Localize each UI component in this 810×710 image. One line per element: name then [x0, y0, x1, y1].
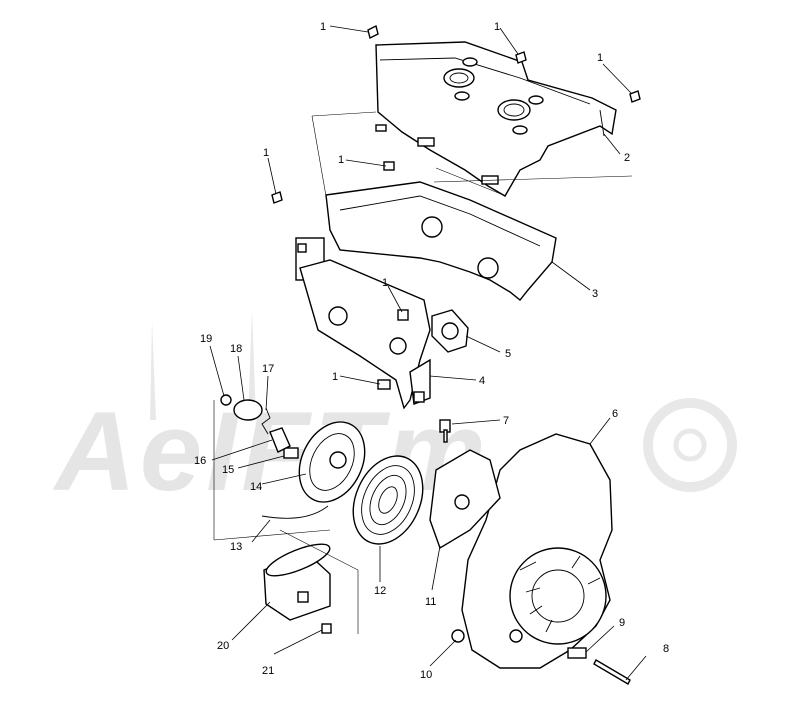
- part-5-gasket: [431, 309, 469, 353]
- part-6-fan-housing: [461, 433, 613, 669]
- part-20-handle-cup: [263, 543, 331, 621]
- callout-12: 12: [374, 585, 386, 597]
- nut-1a: [367, 24, 379, 40]
- fasteners: [271, 24, 641, 443]
- callout-13: 13: [230, 541, 242, 553]
- callout-14: 14: [250, 481, 262, 493]
- part-15-pin: [283, 447, 299, 459]
- callout-15: 15: [222, 464, 234, 476]
- part-21-screw: [321, 623, 332, 634]
- part-4-lower-plate: [299, 259, 431, 410]
- part-17-spring: [261, 407, 271, 435]
- assembly-lines: [213, 111, 633, 634]
- nut-1c: [629, 90, 641, 103]
- part-18-washer: [233, 399, 263, 421]
- callout-16: 16: [194, 455, 206, 467]
- bolt-1g: [377, 379, 391, 390]
- leader-lines: [209, 25, 647, 681]
- part-12-recoil-spring: [352, 455, 424, 545]
- callout-18: 18: [230, 343, 242, 355]
- part-8-bolt: [593, 659, 631, 685]
- callout-1: 1: [320, 21, 326, 33]
- part-11-bracket-plate: [429, 449, 501, 550]
- nut-1b: [515, 51, 527, 64]
- callout-9: 9: [619, 617, 625, 629]
- callout-20: 20: [217, 640, 229, 652]
- callout-2: 2: [624, 152, 630, 164]
- part-19-nut: [220, 394, 232, 406]
- part-16-clip: [269, 427, 291, 453]
- part-14-rope-pulley: [298, 421, 366, 503]
- callout-3: 3: [592, 288, 598, 300]
- part-9-clamp: [567, 647, 587, 659]
- callout-1: 1: [338, 154, 344, 166]
- callout-10: 10: [420, 669, 432, 681]
- small-parts: [220, 394, 299, 459]
- callout-19: 19: [200, 333, 212, 345]
- watermark-text: AeIFTm: [52, 389, 490, 514]
- bolt-1f: [397, 309, 409, 321]
- callout-1: 1: [494, 21, 500, 33]
- callout-21: 21: [262, 665, 274, 677]
- callout-8: 8: [663, 643, 669, 655]
- callout-1: 1: [263, 147, 269, 159]
- callout-4: 4: [479, 375, 485, 387]
- callout-1: 1: [332, 371, 338, 383]
- callout-11: 11: [425, 596, 436, 608]
- callout-17: 17: [262, 363, 274, 375]
- part-2-upper-shield: [375, 41, 617, 197]
- callout-6: 6: [612, 408, 618, 420]
- part-10-nut: [451, 629, 465, 643]
- callout-7: 7: [503, 415, 509, 427]
- callout-labels: 1 1 1 1 1 1 1 2 3 4 5 6 7 8 9 10 11 12 1…: [194, 21, 669, 681]
- callout-1: 1: [382, 277, 388, 289]
- part-13-rope: [261, 505, 329, 519]
- lower-fasteners: [451, 629, 631, 685]
- callout-5: 5: [505, 348, 511, 360]
- callout-1: 1: [597, 52, 603, 64]
- nut-1d: [271, 191, 283, 204]
